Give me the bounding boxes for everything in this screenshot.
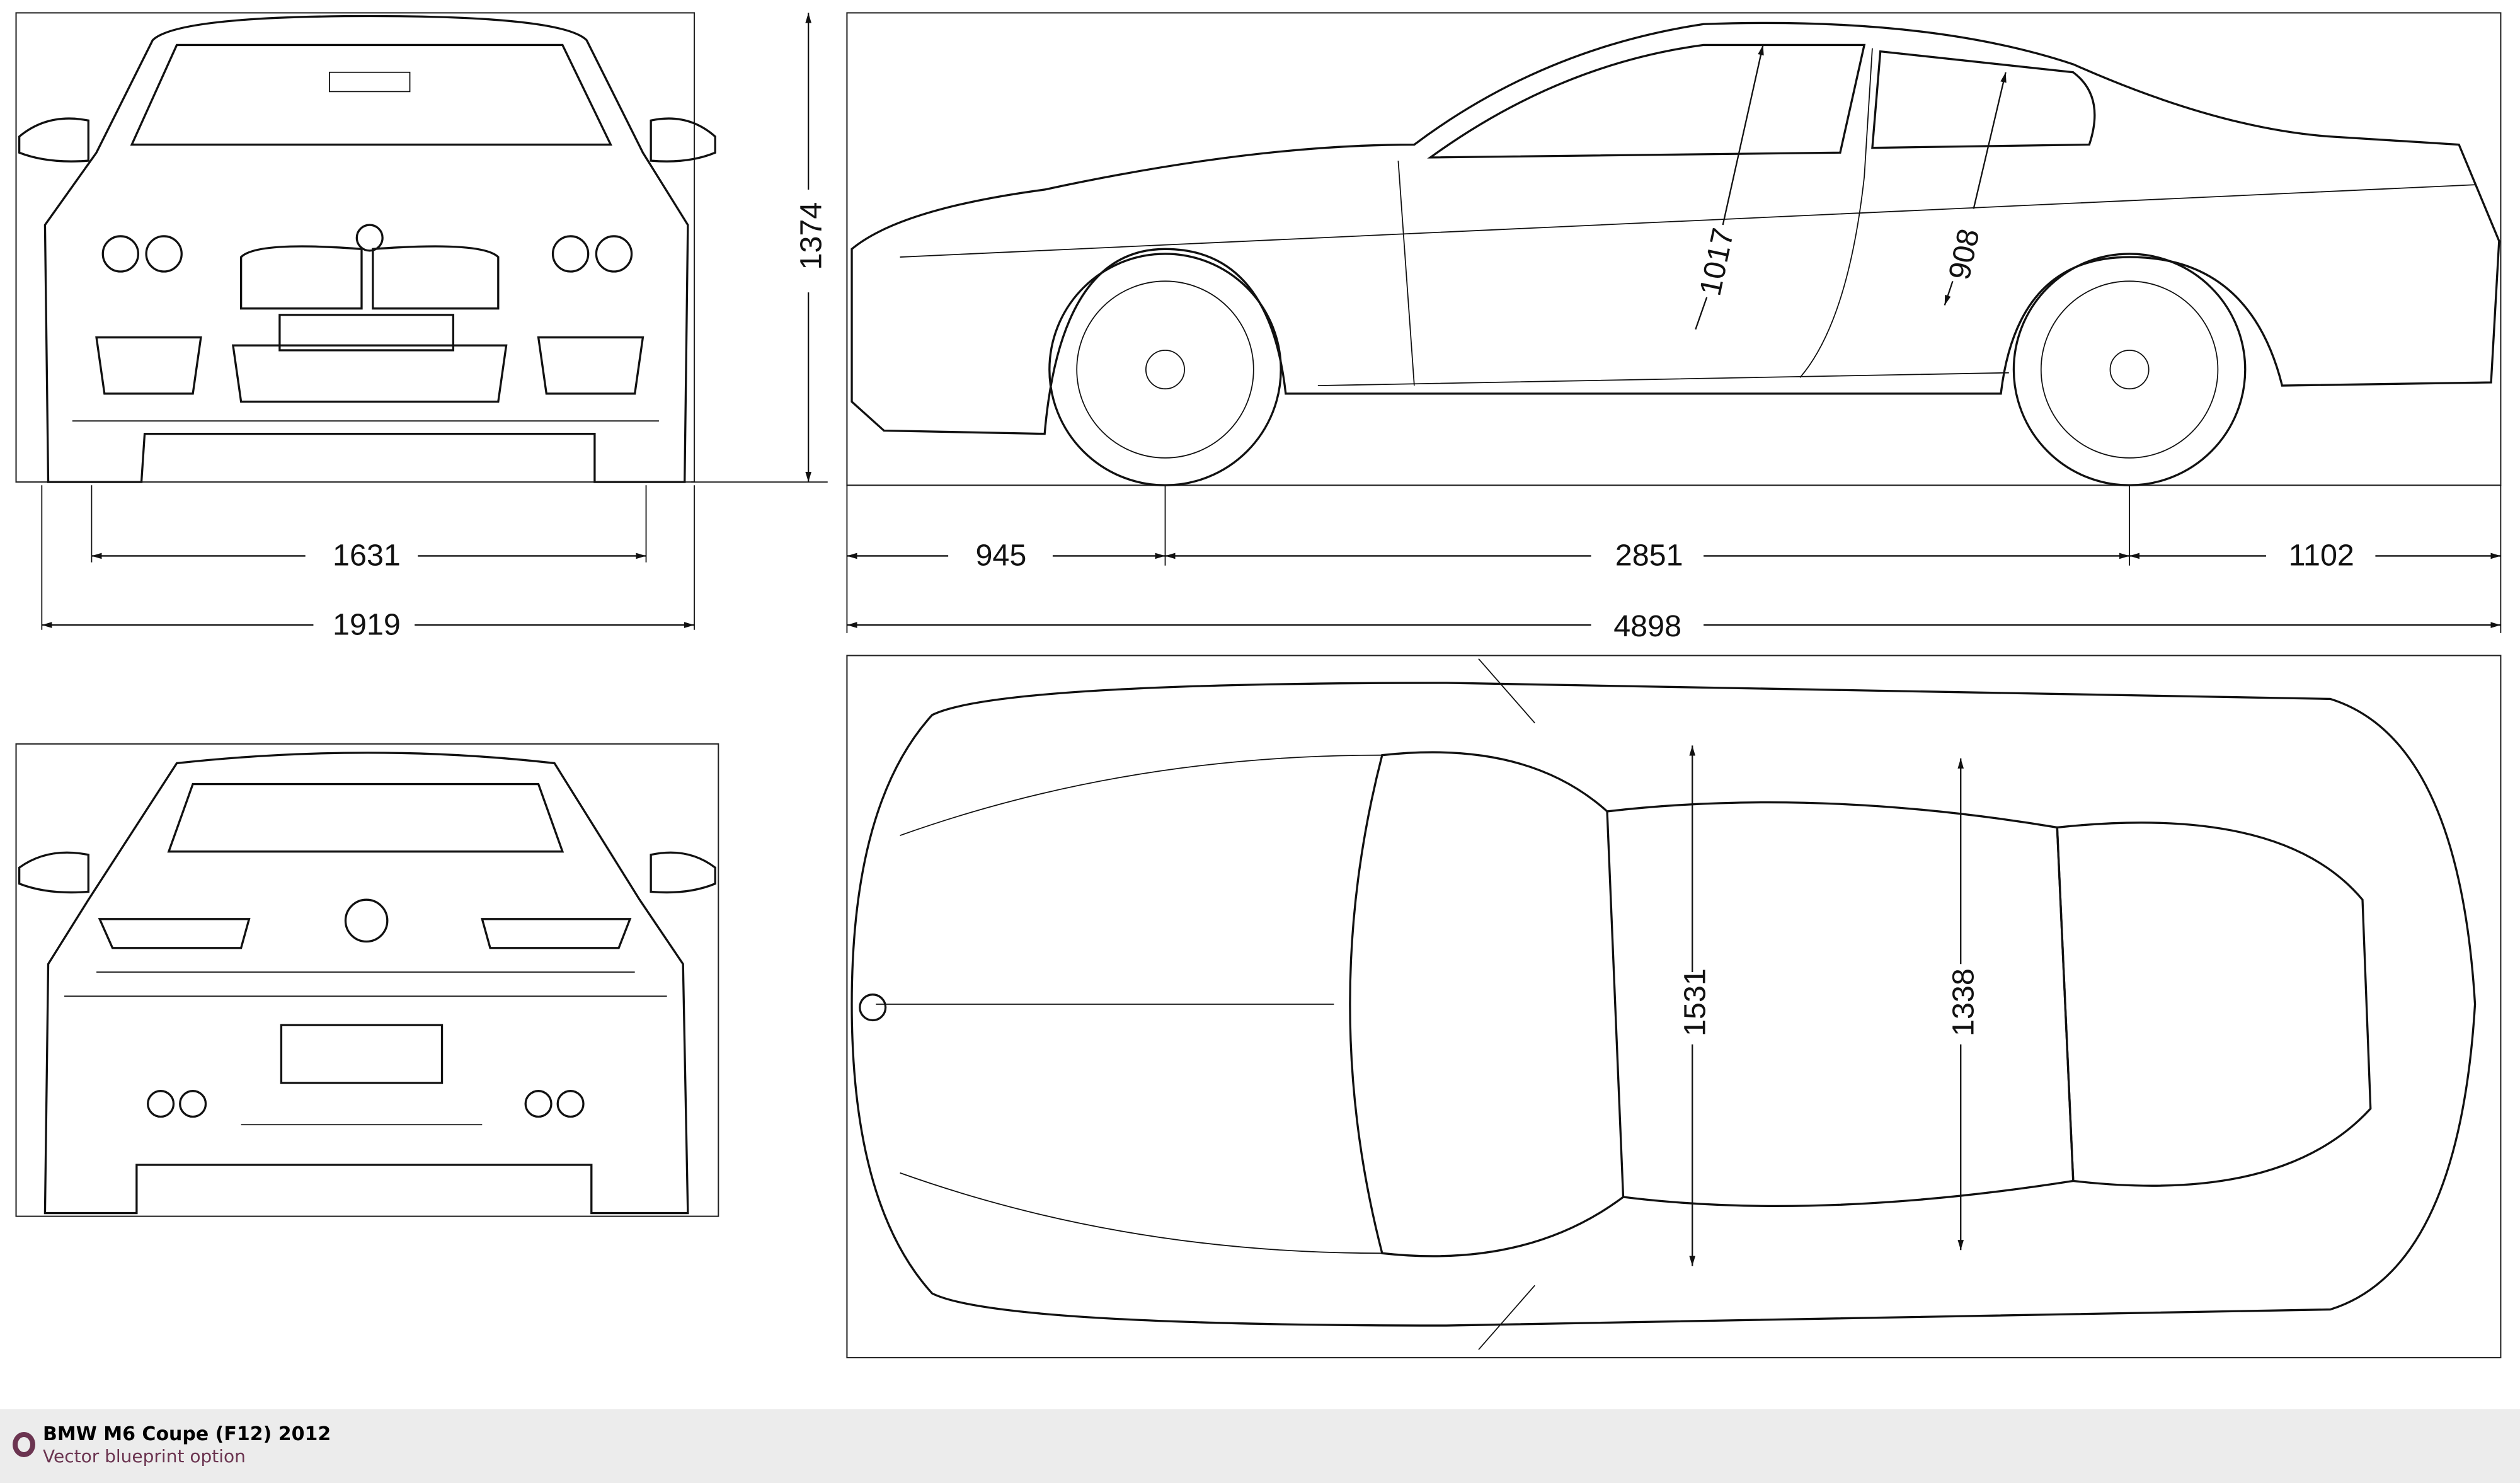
dim-front-overhang: 945	[975, 539, 1026, 573]
dim-wheelbase: 2851	[1615, 539, 1683, 573]
dim-width: 1919	[333, 607, 401, 641]
dim-front-track: 1631	[333, 539, 401, 573]
blueprint-subtitle: Vector blueprint option	[43, 1446, 246, 1467]
top-dimension-lines	[1689, 745, 1964, 1266]
dim-length: 4898	[1613, 609, 1681, 643]
dim-rear-headroom: 908	[1942, 226, 1986, 282]
dim-front-shoulder: 1531	[1678, 968, 1712, 1036]
front-view	[15, 12, 716, 483]
footer: BMW M6 Coupe (F12) 2012 Vector blueprint…	[0, 1409, 2520, 1483]
dim-height: 1374	[794, 202, 828, 270]
top-view	[846, 655, 2502, 1359]
logo-ring-icon	[13, 1432, 35, 1457]
side-view	[846, 12, 2502, 486]
dim-front-headroom: 1017	[1693, 225, 1741, 299]
blueprint-title: BMW M6 Coupe (F12) 2012	[43, 1423, 331, 1445]
front-dimension-lines	[41, 13, 828, 630]
rear-view	[15, 743, 719, 1217]
dim-rear-shoulder: 1338	[1947, 968, 1981, 1036]
dim-rear-overhang: 1102	[2289, 539, 2354, 573]
side-dimension-lines	[846, 45, 2502, 633]
